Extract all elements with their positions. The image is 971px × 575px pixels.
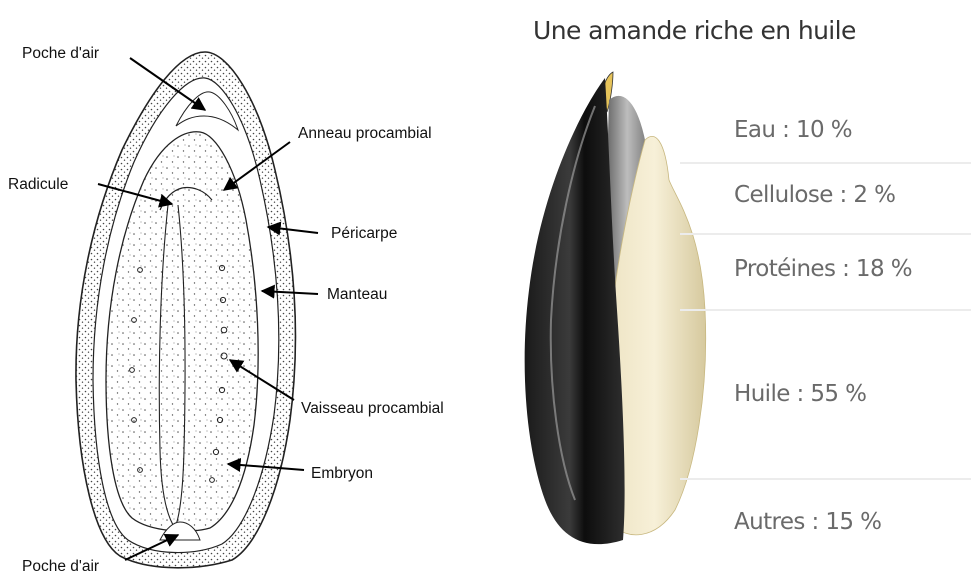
composition-row-oil: Huile : 55 %: [734, 381, 866, 407]
seed-section-diagram: Poche d'air Anneau procambial Radicule P…: [0, 0, 505, 575]
label-mantle: Manteau: [327, 286, 387, 303]
composition-row-others: Autres : 15 %: [734, 509, 881, 535]
composition-row-water: Eau : 10 %: [734, 117, 852, 143]
composition-panel: Une amande riche en huile Eau : 10 % Cel…: [505, 0, 971, 575]
composition-divider: [680, 162, 971, 164]
label-pericarp: Péricarpe: [331, 225, 397, 242]
composition-row-proteins: Protéines : 18 %: [734, 256, 912, 282]
label-embryo: Embryon: [311, 465, 373, 482]
composition-divider: [680, 478, 971, 480]
composition-title: Une amande riche en huile: [533, 16, 856, 45]
composition-divider: [680, 309, 971, 311]
label-air-pocket-bottom: Poche d'air: [22, 558, 99, 575]
label-air-pocket-top: Poche d'air: [22, 45, 99, 62]
label-radicle: Radicule: [8, 176, 68, 193]
composition-divider: [680, 233, 971, 235]
sunflower-seed-illustration: [505, 70, 720, 575]
composition-row-cellulose: Cellulose : 2 %: [734, 182, 895, 208]
label-procambial-ring: Anneau procambial: [298, 125, 432, 142]
label-procambial-vessel: Vaisseau procambial: [301, 400, 444, 417]
